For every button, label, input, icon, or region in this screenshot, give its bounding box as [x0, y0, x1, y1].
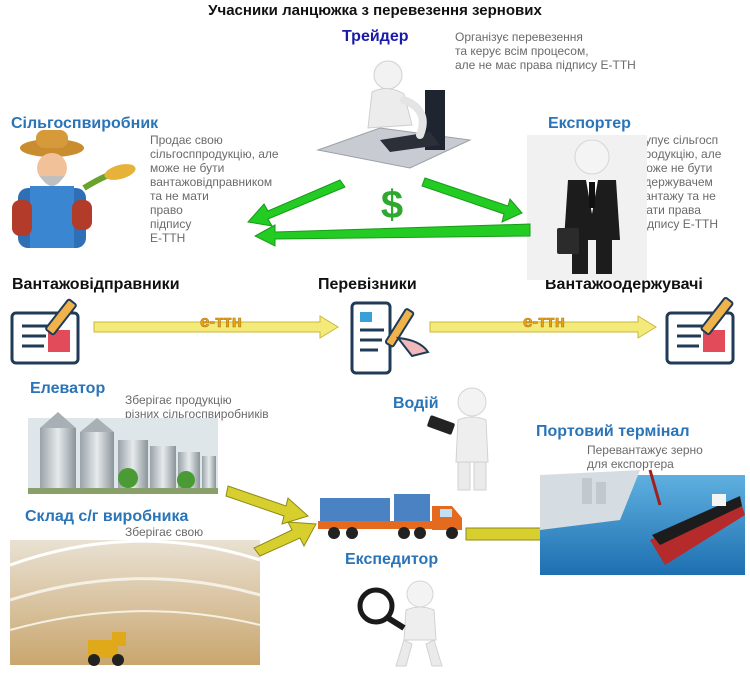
producer-desc-line: може не бути: [150, 161, 225, 175]
grain-to-truck-arrows: [225, 485, 577, 557]
carriers-label: Перевізники: [318, 276, 417, 293]
farmer-icon: [12, 130, 136, 248]
consignees-label: Вантажоодержувачі: [545, 276, 703, 293]
exporter-desc-line: підпису Е-ТТН: [638, 217, 719, 231]
trader-desc-line: але не має права підпису Е-ТТН: [455, 58, 636, 72]
port-desc-line: для експортера: [587, 457, 674, 471]
trader-computer-icon: [316, 60, 472, 169]
producer-desc-line: вантажовідправником: [150, 175, 273, 189]
trader-title: Трейдер: [342, 28, 409, 45]
exporter-title: Експортер: [548, 115, 631, 132]
elevator-desc: Зберігає продукцію різних сільгоспвиробн…: [125, 393, 269, 421]
producer-desc-line: право: [150, 203, 183, 217]
forwarder-title: Експедитор: [345, 551, 439, 568]
trader-desc-line: Організує перевезення: [455, 30, 583, 44]
producer-desc-line: підпису: [150, 217, 192, 231]
exporter-desc-line: Купує сільгосп: [638, 133, 719, 147]
elevator-desc-line: різних сільгоспвиробників: [125, 407, 269, 421]
exporter-desc-line: одержувачем: [638, 175, 713, 189]
producer-desc-line: Е-ТТН: [150, 231, 186, 245]
money-flow-arrows: [247, 177, 531, 247]
warehouse-desc-line: сільгосппродукцію: [125, 539, 227, 553]
page-title: Учасники ланцюжка з перевезення зернових: [208, 2, 542, 19]
trader-desc-line: та керує всім процесом,: [455, 44, 589, 58]
truck-icon: [318, 494, 462, 539]
exporter-desc-line: продукцію, але: [638, 147, 722, 161]
warehouse-title: Склад с/г виробника: [25, 508, 189, 525]
producer-desc-line: сільгосппродукцію, але: [150, 147, 279, 161]
driver-title: Водій: [393, 395, 439, 412]
elevator-title: Елеватор: [30, 380, 106, 397]
warehouse-desc-line: Зберігає свою: [125, 525, 204, 539]
carrier-document-icon: [350, 301, 430, 375]
exporter-desc-line: вантажу та не: [638, 189, 716, 203]
ettn-label-right: е-ттн: [522, 312, 566, 332]
producer-desc-line: та не мати: [150, 189, 209, 203]
warehouse-desc: Зберігає свою сільгосппродукцію: [125, 525, 227, 553]
port-ship-icon: [540, 469, 745, 575]
exporter-desc: Купує сільгосп продукцію, але може не бу…: [638, 133, 721, 231]
silo-icon: [28, 412, 218, 494]
exporter-desc-line: може не бути: [638, 161, 713, 175]
port-title: Портовий термінал: [536, 423, 690, 440]
port-desc: Перевантажує зерно для експортера: [587, 443, 703, 471]
producer-title: Сільгоспвиробник: [11, 115, 159, 132]
elevator-desc-line: Зберігає продукцію: [125, 393, 232, 407]
trader-desc: Організує перевезення та керує всім проц…: [455, 30, 636, 72]
consignee-document-icon: [665, 296, 735, 365]
producer-desc-line: Продає свою: [150, 133, 223, 147]
port-desc-line: Перевантажує зерно: [587, 443, 703, 457]
magnifier-figure-icon: [357, 580, 443, 667]
svg-text:$: $: [381, 183, 403, 227]
shipper-document-icon: [10, 298, 80, 365]
exporter-businessman-icon: [527, 135, 647, 280]
producer-desc: Продає свою сільгосппродукцію, але може …: [150, 133, 279, 245]
shippers-label: Вантажовідправники: [12, 276, 180, 293]
ettn-label-left: е-ттн: [199, 312, 243, 332]
hangar-icon: [9, 539, 261, 666]
dollar-icon: $: [381, 183, 403, 227]
exporter-desc-line: мати права: [638, 203, 701, 217]
